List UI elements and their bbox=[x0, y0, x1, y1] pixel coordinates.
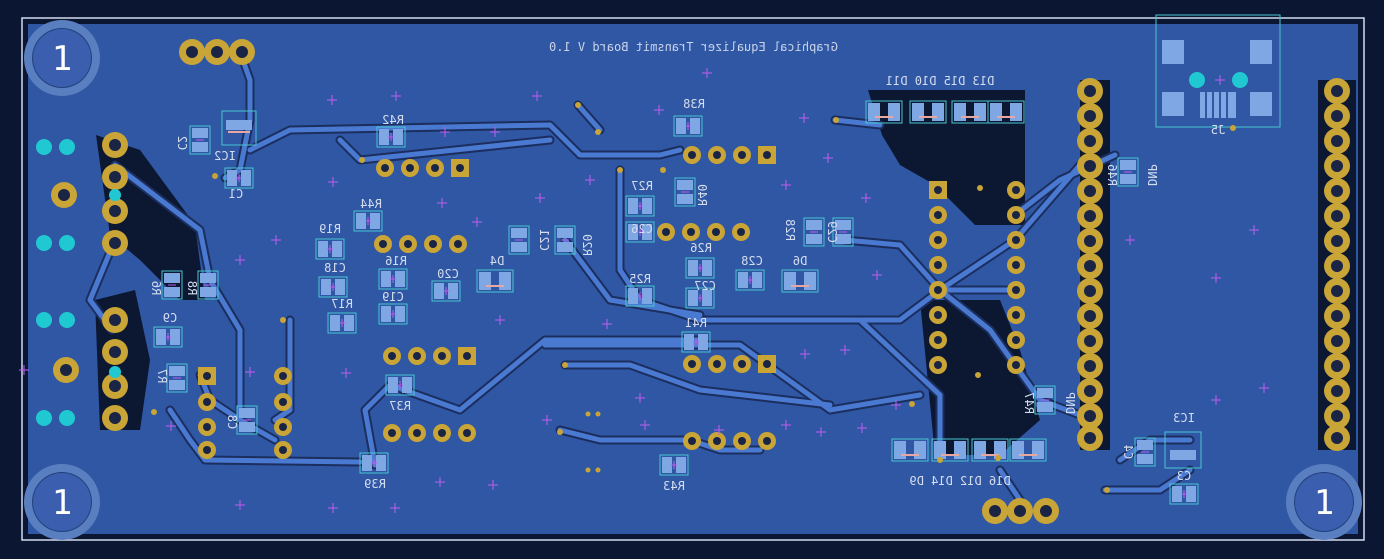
ref-label-c9: C9 bbox=[163, 311, 177, 325]
ref-label-dnp1: DNP bbox=[1145, 164, 1159, 186]
fiducial-label: 1 bbox=[52, 39, 72, 79]
ref-label-r20: R20 bbox=[580, 234, 594, 256]
ref-label-c28: C28 bbox=[741, 254, 763, 268]
ref-label-c27: C27 bbox=[694, 279, 716, 293]
ref-label-r25: R25 bbox=[629, 272, 651, 286]
bottom-header-3pin bbox=[982, 498, 1059, 524]
board-title: Graphical Equalizer Transmit Board V 1.0 bbox=[549, 40, 838, 54]
ref-label-c1: C1 bbox=[229, 187, 243, 201]
ref-label-r39: R39 bbox=[364, 477, 386, 491]
ref-label-r6: R6 bbox=[149, 281, 163, 295]
ref-label-j5: J5 bbox=[1211, 123, 1225, 137]
fiducial-bottom-right: 1 bbox=[1286, 464, 1362, 540]
fiducial-bottom-left: 1 bbox=[24, 464, 100, 540]
ref-label-r16: R16 bbox=[385, 254, 407, 268]
ref-label-ic3: IC3 bbox=[1173, 411, 1195, 425]
ref-label-c4: C4 bbox=[1121, 445, 1135, 459]
right-header-column-1 bbox=[1077, 78, 1103, 451]
ref-label-c21: C21 bbox=[537, 229, 551, 251]
ref-label-r44: R44 bbox=[360, 197, 382, 211]
ref-label-c29: C29 bbox=[825, 221, 839, 243]
ref-label-c19: C19 bbox=[382, 290, 404, 304]
fiducial-label: 1 bbox=[52, 483, 72, 523]
ref-label-r38: R38 bbox=[683, 97, 705, 111]
ref-label-r46: R46 bbox=[1105, 164, 1119, 186]
right-header-column-2 bbox=[1324, 78, 1350, 451]
usb-connector-j5 bbox=[1155, 14, 1281, 128]
smd-components bbox=[153, 110, 1202, 505]
ref-label-c20: C20 bbox=[437, 267, 459, 281]
ref-label-c18: C18 bbox=[324, 261, 346, 275]
fiducial-top-left: 1 bbox=[24, 20, 100, 96]
ref-label-r28: R28 bbox=[783, 219, 797, 241]
ref-label-dtop: D13 D15 D10 D11 bbox=[886, 74, 994, 88]
left-connector-pads bbox=[36, 139, 79, 426]
ref-label-r27: R27 bbox=[631, 179, 653, 193]
fiducial-label: 1 bbox=[1314, 483, 1334, 523]
ref-label-r41: R41 bbox=[685, 316, 707, 330]
left-header-pins bbox=[102, 132, 128, 431]
top-header-3pin bbox=[179, 39, 255, 65]
ref-label-dnp2: DNP bbox=[1063, 392, 1077, 414]
ref-label-c8: C8 bbox=[225, 415, 239, 429]
ref-label-ic2: IC2 bbox=[214, 149, 236, 163]
ref-label-r37: R37 bbox=[389, 399, 411, 413]
ref-label-c3: C3 bbox=[1177, 469, 1191, 483]
ref-label-d4: D4 bbox=[490, 254, 504, 268]
ref-label-c2: C2 bbox=[175, 136, 189, 150]
ref-label-r47: R47 bbox=[1022, 392, 1036, 414]
ref-label-d6: D6 bbox=[793, 254, 807, 268]
ref-label-r40: R40 bbox=[695, 184, 709, 206]
ref-label-r19: R19 bbox=[319, 222, 341, 236]
vias bbox=[151, 102, 1236, 493]
board-outline bbox=[21, 17, 1365, 541]
ref-label-dbot: D16 D12 D14 D9 bbox=[909, 474, 1010, 488]
ref-label-r42: R42 bbox=[382, 113, 404, 127]
ref-label-r43: R43 bbox=[663, 479, 685, 493]
ref-label-c26: C26 bbox=[631, 222, 653, 236]
ref-label-r26: R26 bbox=[690, 241, 712, 255]
ref-label-r7: R7 bbox=[155, 369, 169, 383]
ref-label-r17: R17 bbox=[331, 297, 353, 311]
ref-label-r8: R8 bbox=[185, 281, 199, 295]
